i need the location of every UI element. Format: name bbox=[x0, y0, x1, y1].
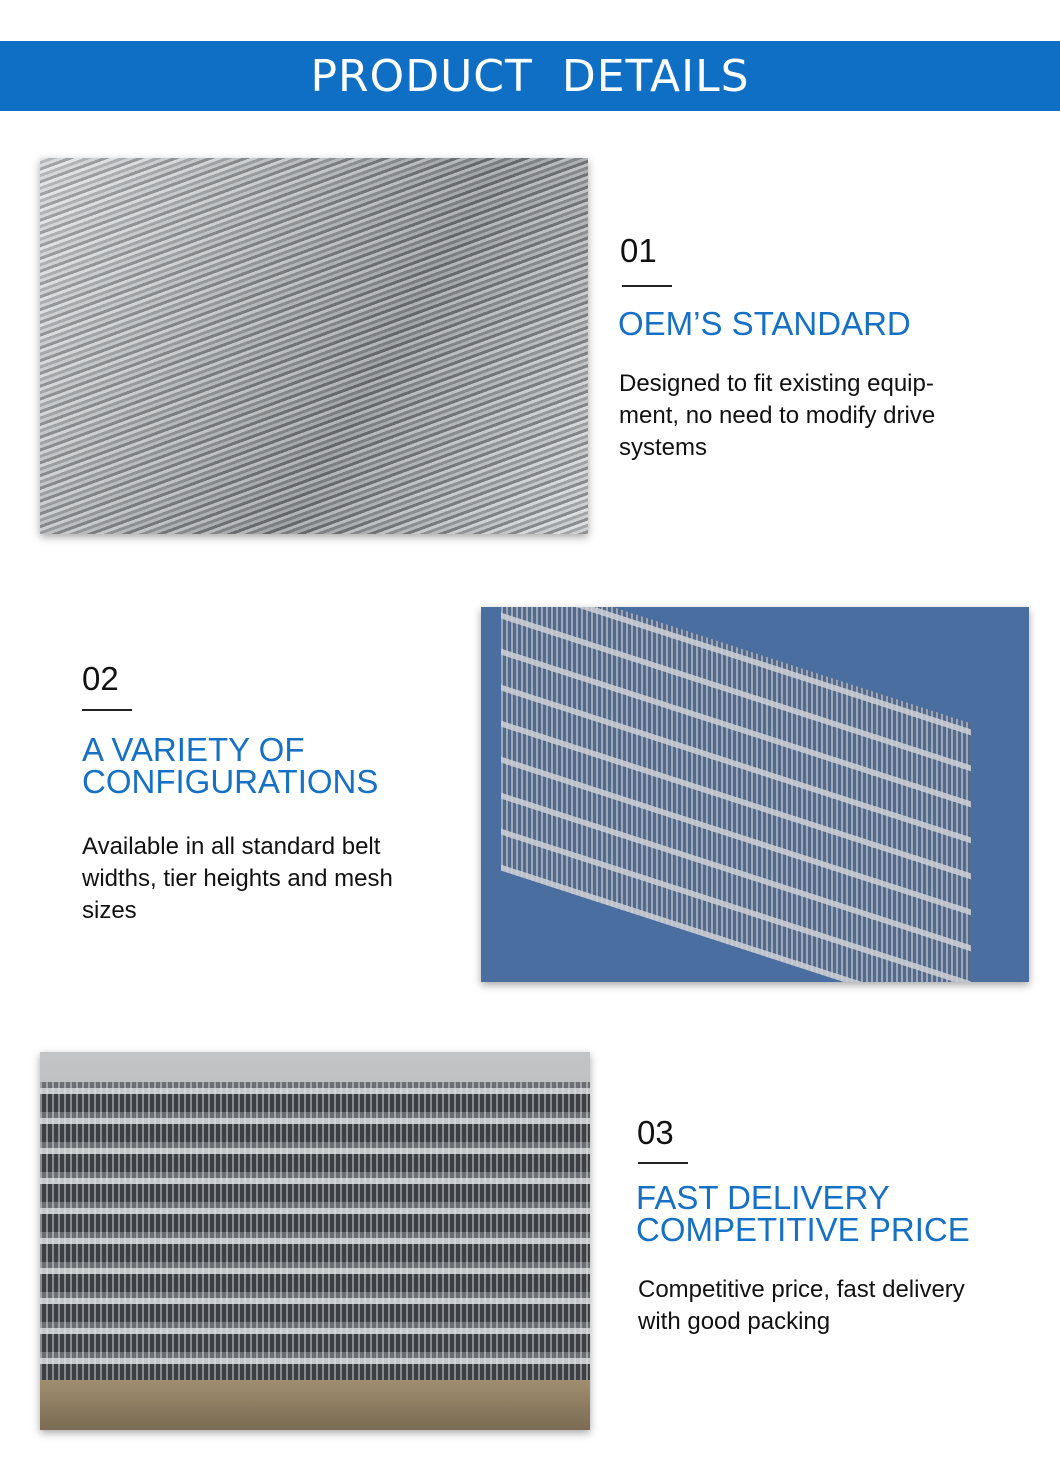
section-number: 03 bbox=[637, 1114, 674, 1151]
desc-line: systems bbox=[619, 434, 708, 461]
title-line: A VARIETY OF bbox=[82, 731, 305, 768]
divider bbox=[622, 285, 672, 287]
desc-line: with good packing bbox=[638, 1308, 831, 1335]
product-photo-stacked-belts bbox=[40, 1052, 590, 1430]
title-line: FAST DELIVERY bbox=[636, 1179, 890, 1216]
product-photo-belt-blue-background bbox=[481, 607, 1029, 982]
section-description: Competitive price, fast delivery with go… bbox=[638, 1274, 965, 1338]
desc-line: ment, no need to modify drive bbox=[619, 402, 936, 429]
title-line: COMPETITIVE PRICE bbox=[636, 1211, 970, 1248]
section-description: Available in all standard belt widths, t… bbox=[82, 831, 393, 927]
desc-line: widths, tier heights and mesh bbox=[82, 865, 393, 892]
desc-line: Designed to fit existing equip- bbox=[619, 370, 934, 397]
divider bbox=[638, 1162, 688, 1164]
page-title: PRODUCT DETAILS bbox=[310, 50, 750, 102]
section-number: 01 bbox=[620, 232, 657, 269]
section-number: 02 bbox=[82, 660, 119, 697]
desc-line: Competitive price, fast delivery bbox=[638, 1276, 965, 1303]
product-photo-wire-mesh-belt bbox=[40, 158, 588, 534]
desc-line: sizes bbox=[82, 897, 137, 924]
section-title: A VARIETY OF CONFIGURATIONS bbox=[82, 731, 379, 800]
desc-line: Available in all standard belt bbox=[82, 833, 381, 860]
section-title: FAST DELIVERY COMPETITIVE PRICE bbox=[636, 1179, 970, 1248]
section-description: Designed to fit existing equip- ment, no… bbox=[619, 368, 935, 464]
title-line: OEM’S STANDARD bbox=[618, 305, 911, 342]
divider bbox=[82, 709, 132, 711]
header-banner: PRODUCT DETAILS bbox=[0, 41, 1060, 111]
section-title: OEM’S STANDARD bbox=[618, 305, 911, 342]
title-line: CONFIGURATIONS bbox=[82, 763, 379, 800]
